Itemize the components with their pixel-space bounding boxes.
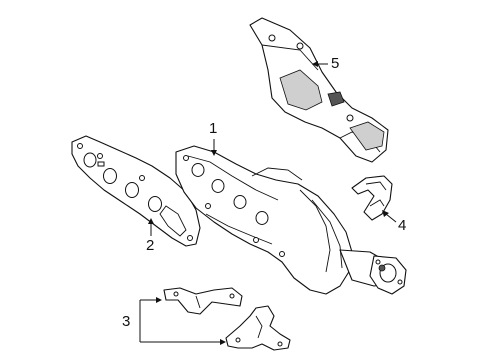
clip-bracket: [351, 175, 393, 221]
manifold-gasket: [71, 135, 201, 247]
callout-5: 5: [331, 55, 340, 72]
callout-3-leader: [139, 297, 226, 345]
callout-4-leader: [382, 210, 397, 223]
callout-4: 4: [398, 217, 407, 234]
callout-2-leader: [148, 218, 154, 236]
callout-1-leader: [211, 139, 217, 156]
callout-2: 2: [146, 237, 155, 254]
lower-bracket-a: [163, 287, 243, 315]
callout-3: 3: [122, 313, 131, 330]
exhaust-manifold: [175, 145, 407, 295]
callout-5-leader: [312, 61, 328, 67]
lower-bracket-b: [225, 305, 291, 351]
callout-1: 1: [209, 120, 218, 137]
heat-shield-upper: [249, 17, 389, 163]
